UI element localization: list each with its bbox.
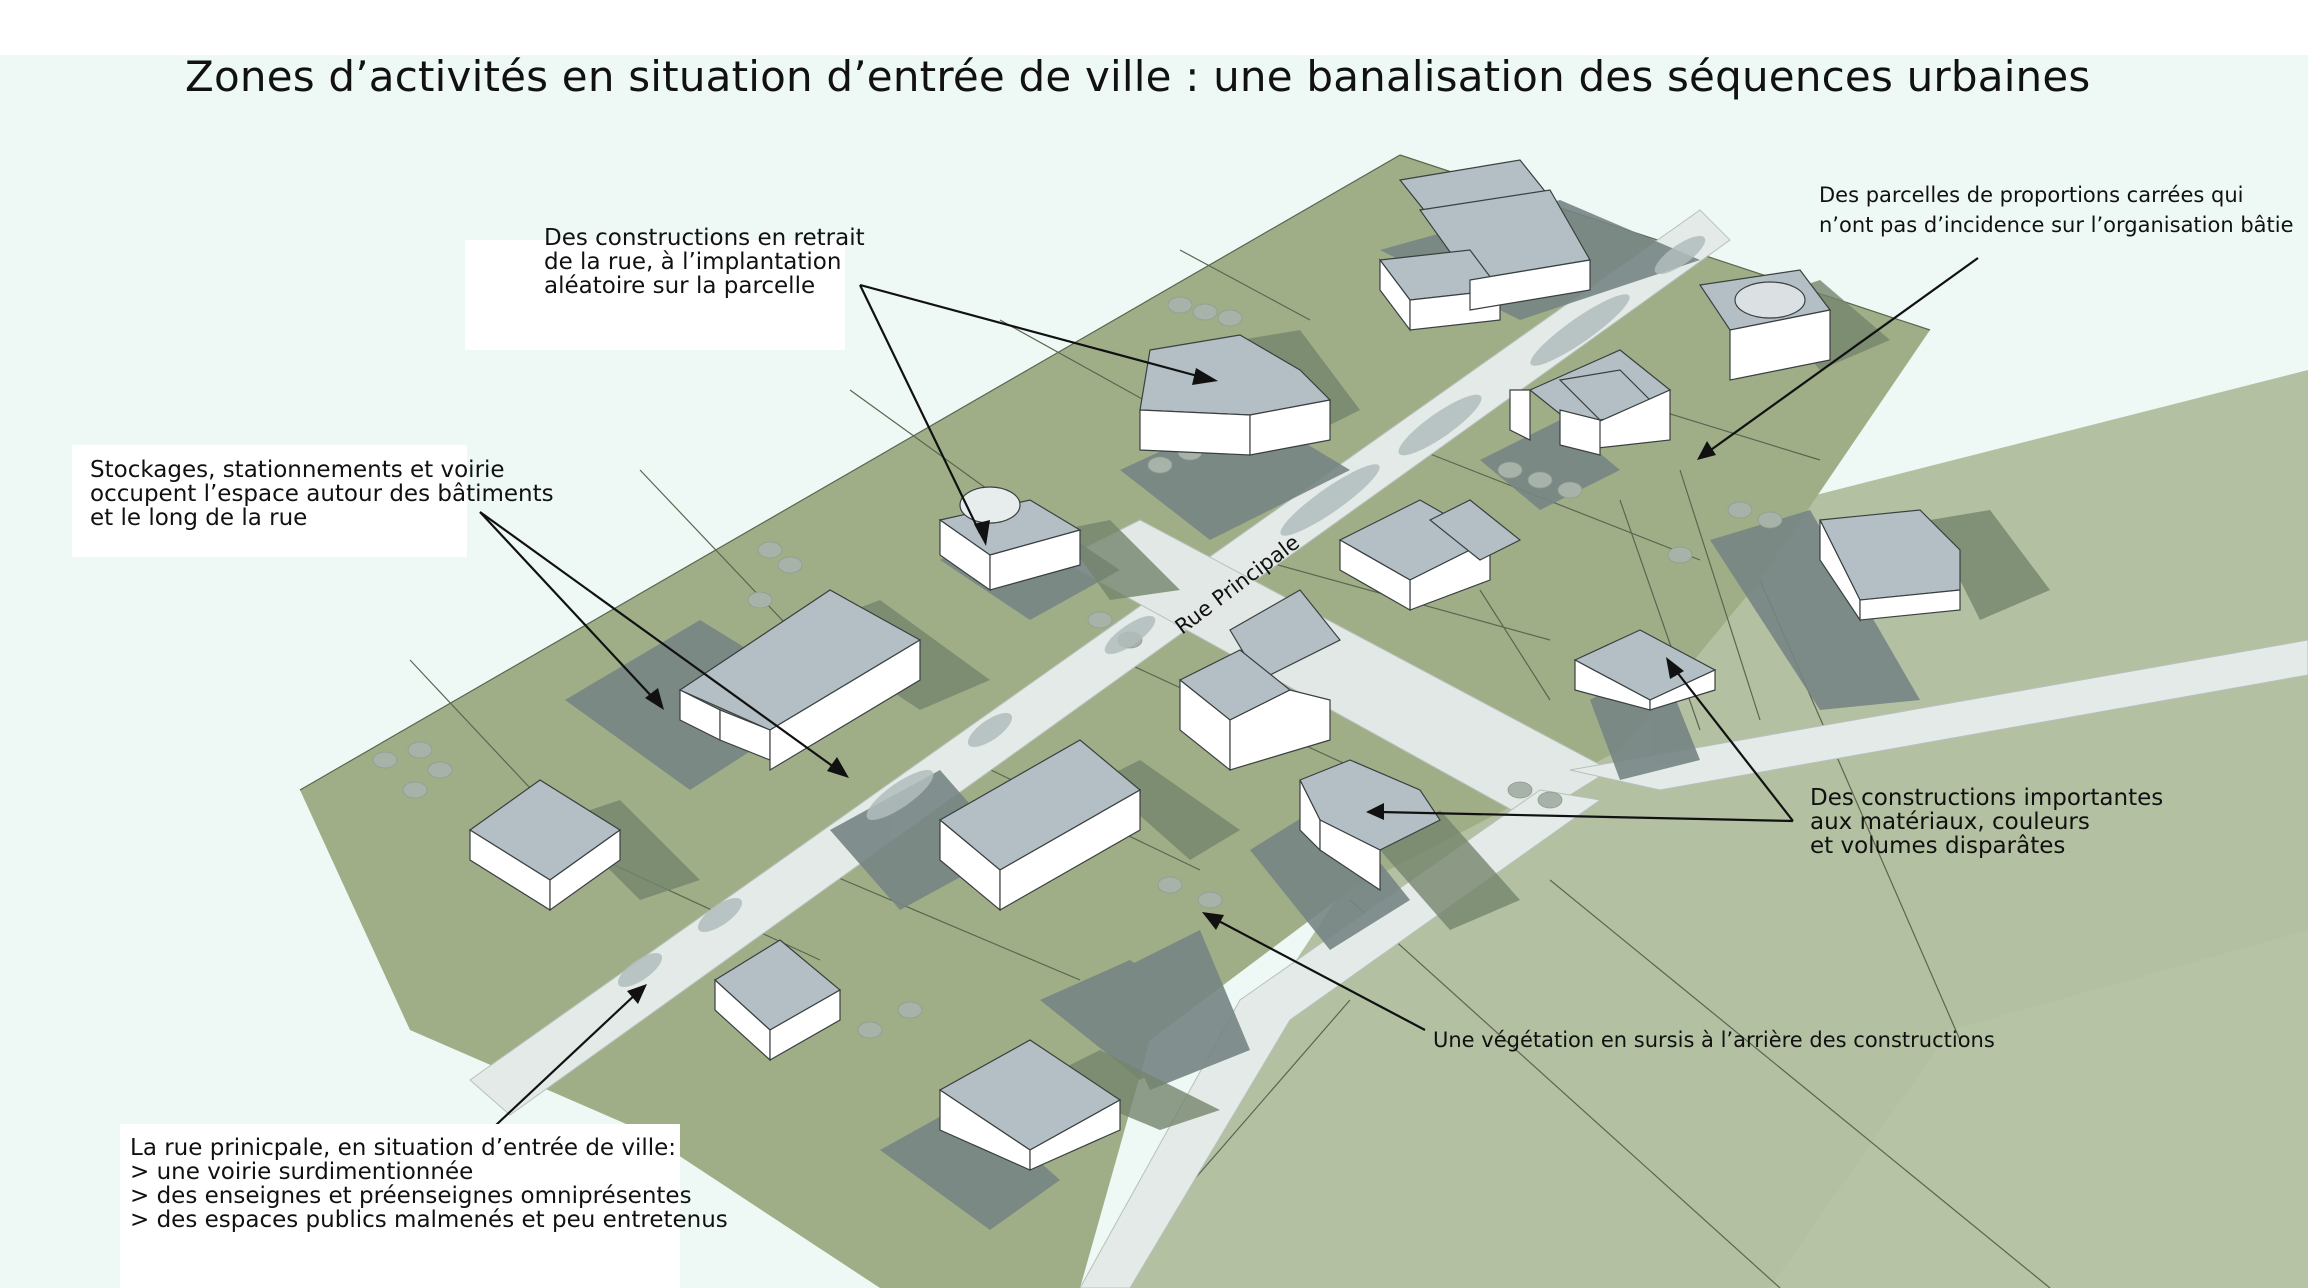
- annotation-arrows: [479, 257, 1979, 1141]
- note-line: aléatoire sur la parcelle: [544, 273, 816, 299]
- buildings: [468, 159, 1961, 1171]
- paved-areas: [565, 200, 1920, 1230]
- note-line: de la rue, à l’implantation: [544, 249, 842, 275]
- note-constructions-importantes: Des constructions importantes aux matéri…: [1810, 786, 2163, 858]
- note-line: Une végétation en sursis à l’arrière des…: [1433, 1028, 1995, 1052]
- note-line: occupent l’espace autour des bâtiments: [90, 481, 554, 507]
- ground-main: [300, 155, 1930, 1288]
- note-stockages: Stockages, stationnements et voirie occu…: [90, 458, 554, 530]
- note-rue-principale: La rue prinicpale, en situation d’entrée…: [130, 1136, 728, 1232]
- note-line: et le long de la rue: [90, 505, 308, 531]
- cross-road-south: [1079, 789, 1602, 1288]
- note-line: et volumes disparâtes: [1810, 833, 2066, 859]
- note-line: Stockages, stationnements et voirie: [90, 457, 505, 483]
- arrow-heads: [627, 368, 1716, 1004]
- note-box-rue-principale: [120, 1124, 680, 1288]
- note-vegetation: Une végétation en sursis à l’arrière des…: [1433, 1028, 1995, 1052]
- field-lower-right: [1770, 930, 2308, 1288]
- note-box-stockages: [72, 445, 467, 557]
- note-line: La rue prinicpale, en situation d’entrée…: [130, 1135, 677, 1161]
- note-parcelles-carrees: Des parcelles de proportions carrées qui…: [1819, 180, 2294, 240]
- note-line: Des parcelles de proportions carrées qui: [1819, 183, 2244, 207]
- note-line: > des espaces publics malmenés et peu en…: [130, 1207, 728, 1233]
- note-line: n’ont pas d’incidence sur l’organisation…: [1819, 213, 2294, 237]
- note-line: Des constructions importantes: [1810, 785, 2164, 811]
- note-line: Des constructions en retrait: [544, 225, 865, 251]
- street-trees: [617, 235, 1706, 988]
- note-line: aux matériaux, couleurs: [1810, 809, 2090, 835]
- page-title: Zones d’activités en situation d’entrée …: [185, 52, 2091, 101]
- note-box-constructions-retrait: [465, 240, 845, 350]
- cross-road-east: [1569, 639, 2308, 791]
- note-line: > une voirie surdimentionnée: [130, 1159, 474, 1185]
- note-constructions-retrait: Des constructions en retrait de la rue, …: [544, 226, 865, 298]
- note-line: > des enseignes et préenseignes omniprés…: [130, 1183, 692, 1209]
